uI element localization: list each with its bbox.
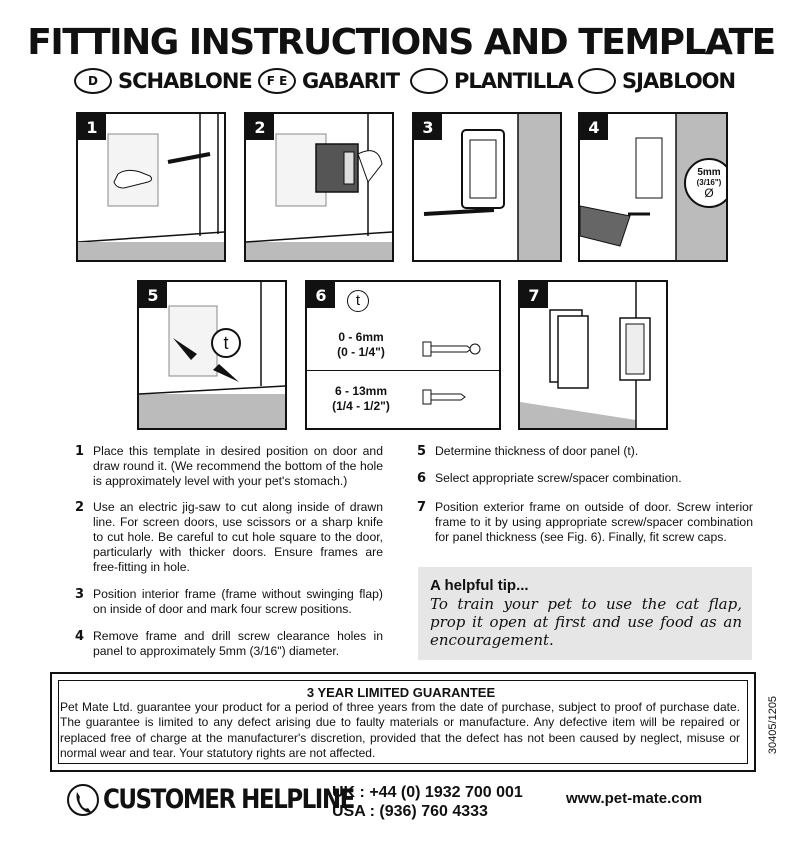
range-metric: 0 - 6mm <box>338 330 384 344</box>
jigsaw-cutting-illustration <box>246 114 392 260</box>
document-code: 30405/1205 <box>767 696 779 754</box>
figure-number: 5 <box>139 282 167 308</box>
step-text: Place this template in desired position … <box>93 444 383 488</box>
language-label: SCHABLONE <box>118 69 253 93</box>
figure-number: 2 <box>246 114 274 140</box>
website-link[interactable]: www.pet-mate.com <box>566 790 703 807</box>
language-fr: F E GABARIT <box>258 68 400 94</box>
step-text: Position exterior frame on outside of do… <box>435 500 753 544</box>
figure-number: 7 <box>520 282 548 308</box>
step-2: 2 Use an electric jig-saw to cut along i… <box>75 500 383 575</box>
step-7: 7 Position exterior frame on outside of … <box>417 500 753 545</box>
step-5: 5 Determine thickness of door panel (t). <box>417 444 753 459</box>
phone-icon <box>67 784 99 816</box>
drill-size: 5mm <box>697 167 721 178</box>
drill-size-imperial: (3/16") <box>696 178 722 187</box>
step-number: 4 <box>75 629 85 644</box>
figure-1: 1 <box>76 112 226 262</box>
language-label: PLANTILLA <box>454 69 574 93</box>
screw-range-short: 0 - 6mm (0 - 1/4") <box>311 330 411 360</box>
panel-thickness-illustration <box>139 282 285 428</box>
step-4: 4 Remove frame and drill screw clearance… <box>75 629 383 659</box>
range-metric: 6 - 13mm <box>334 384 388 398</box>
step-1: 1 Place this template in desired positio… <box>75 444 383 489</box>
guarantee-title: 3 YEAR LIMITED GUARANTEE <box>306 685 496 700</box>
step-6: 6 Select appropriate screw/spacer combin… <box>417 471 753 486</box>
helpful-tip-box: A helpful tip... To train your pet to us… <box>418 567 752 660</box>
language-code-badge: D <box>74 68 112 94</box>
language-nl: SJABLOON <box>578 68 736 94</box>
guarantee-box <box>50 672 756 772</box>
step-3: 3 Position interior frame (frame without… <box>75 587 383 617</box>
language-row: D SCHABLONE F E GABARIT PLANTILLA SJABLO… <box>0 68 802 98</box>
frame-assembly-illustration <box>520 282 651 428</box>
range-imperial: (0 - 1/4") <box>337 345 385 359</box>
tip-body: To train your pet to use the cat flap, p… <box>430 595 742 649</box>
drill-size-callout: 5mm (3/16") Ø <box>684 158 726 208</box>
step-text: Select appropriate screw/spacer combinat… <box>435 471 682 485</box>
guarantee-text: Pet Mate Ltd. guarantee your product for… <box>60 700 740 760</box>
step-number: 3 <box>75 587 85 602</box>
template-tracing-illustration <box>78 114 224 260</box>
figure-number: 6 <box>307 282 335 308</box>
page-title: FITTING INSTRUCTIONS AND TEMPLATE <box>27 22 776 63</box>
figure-number: 1 <box>78 114 106 140</box>
guarantee-border <box>58 680 748 764</box>
uk-phone: UK : +44 (0) 1932 700 001 <box>332 784 523 801</box>
step-text: Remove frame and drill screw clearance h… <box>93 629 383 658</box>
screw-range-long: 6 - 13mm (1/4 - 1/2") <box>311 384 411 414</box>
figure-3: 3 <box>412 112 562 262</box>
language-code-badge: F E <box>258 68 296 94</box>
step-number: 2 <box>75 500 85 515</box>
language-label: GABARIT <box>302 69 400 93</box>
range-imperial: (1/4 - 1/2") <box>332 399 390 413</box>
diameter-symbol: Ø <box>704 186 714 200</box>
step-number: 6 <box>417 471 427 486</box>
screw-spacer-illustration <box>422 341 481 405</box>
table-divider <box>307 370 499 371</box>
language-es: PLANTILLA <box>410 68 574 94</box>
figure-5: 5 t <box>137 280 287 430</box>
language-label: SJABLOON <box>622 69 736 93</box>
language-de: D SCHABLONE <box>74 68 253 94</box>
tip-heading: A helpful tip... <box>430 577 529 594</box>
helpline-numbers: UK : +44 (0) 1932 700 001 USA : (936) 76… <box>332 783 523 821</box>
language-code-badge <box>410 68 448 94</box>
step-number: 1 <box>75 444 85 459</box>
document-code-text: 30405/1205 <box>767 696 779 754</box>
figure-6: 6 t 0 - 6mm (0 - 1/4") 6 - 13mm (1/4 - 1… <box>305 280 501 430</box>
step-text: Use an electric jig-saw to cut along ins… <box>93 500 383 574</box>
figure-2: 2 <box>244 112 394 262</box>
language-code-badge <box>578 68 616 94</box>
step-text: Determine thickness of door panel (t). <box>435 444 639 458</box>
figure-number: 4 <box>580 114 608 140</box>
usa-phone: USA : (936) 760 4333 <box>332 803 488 820</box>
figure-4: 4 5mm (3/16") Ø <box>578 112 728 262</box>
figure-7: 7 <box>518 280 668 430</box>
customer-helpline-label: CUSTOMER HELPLINE <box>103 785 355 815</box>
interior-frame-marking-illustration <box>423 114 560 260</box>
figure-number: 3 <box>414 114 442 140</box>
step-number: 5 <box>417 444 427 459</box>
step-text: Position interior frame (frame without s… <box>93 587 383 616</box>
step-number: 7 <box>417 500 427 515</box>
thickness-symbol: t <box>211 328 241 358</box>
thickness-symbol: t <box>347 290 369 312</box>
